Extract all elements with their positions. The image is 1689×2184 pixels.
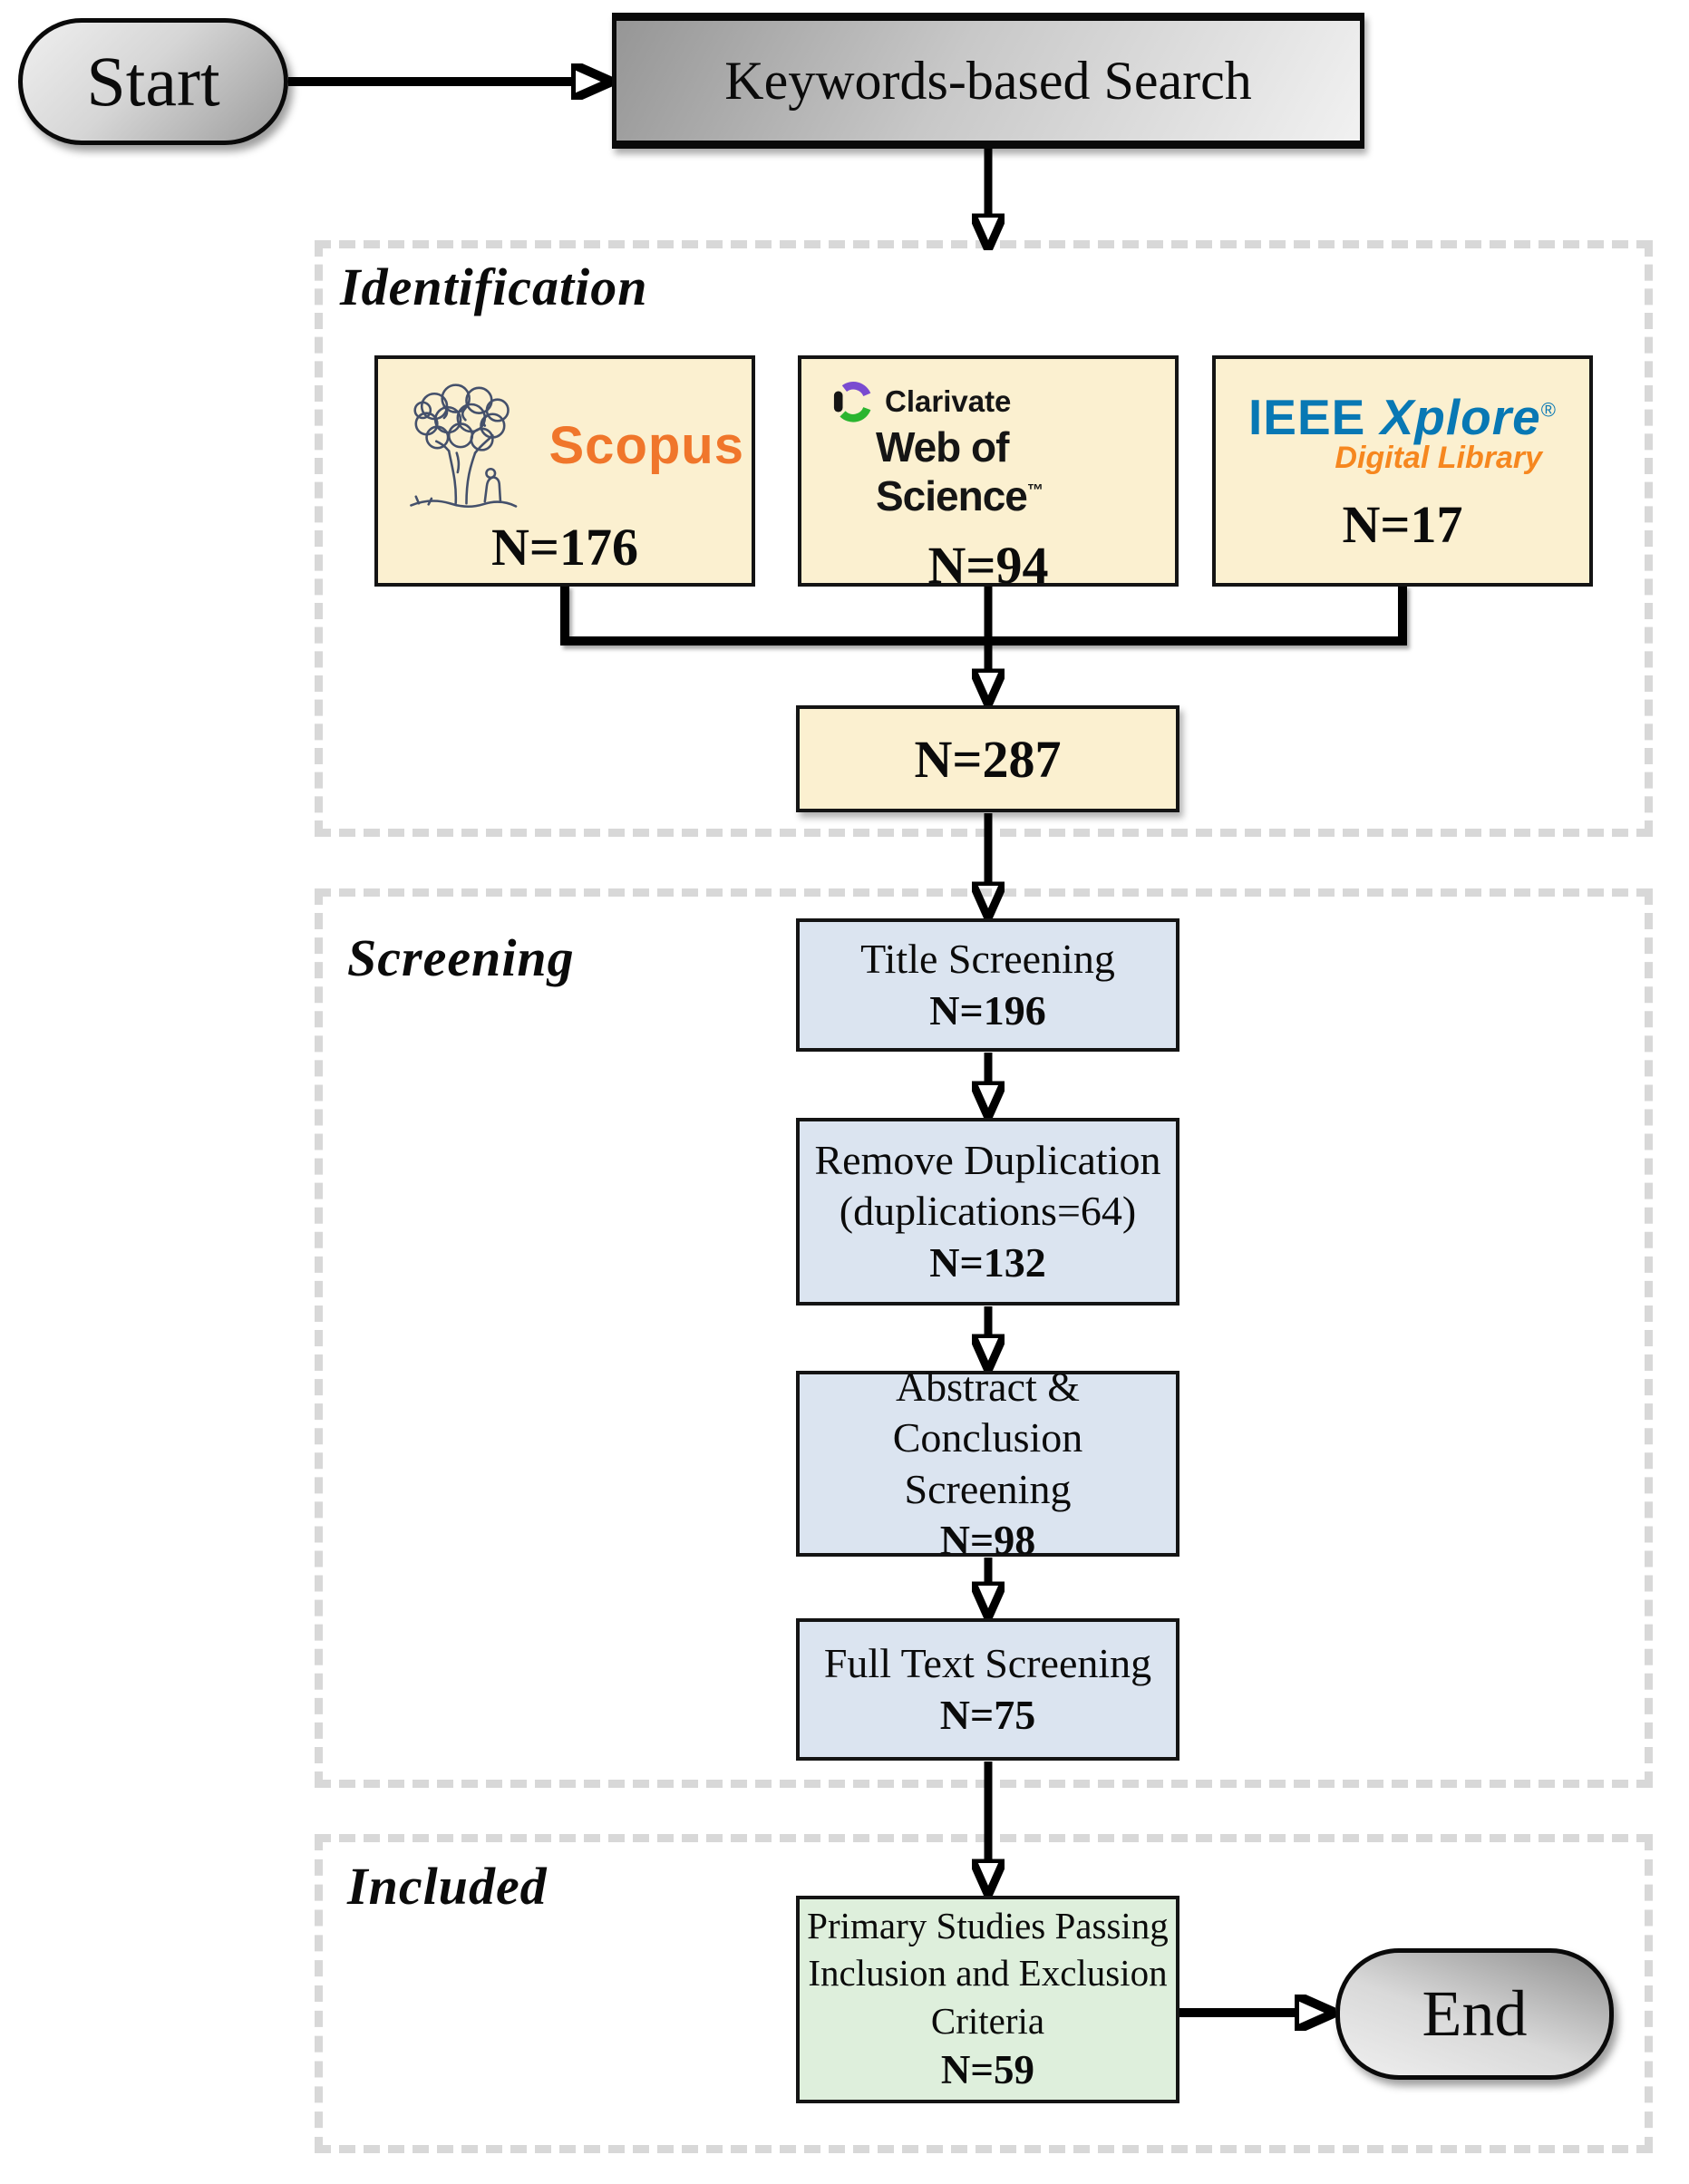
web-of-science-wordmark: Web of Science™ [876,423,1043,519]
abstract-conclusion-screening-box: Abstract & Conclusion Screening N=98 [796,1364,1179,1563]
final-label-line2: Inclusion and Exclusion [808,1952,1168,1995]
step-label-line2: Screening [904,1465,1072,1512]
step-count: N=196 [929,986,1046,1034]
start-label: Start [86,42,220,121]
clarivate-brand: Clarivate [885,384,1012,418]
keywords-search-node: Keywords-based Search [612,13,1364,149]
identification-section-label: Identification [340,257,648,316]
primary-studies-included-box: Primary Studies Passing Inclusion and Ex… [796,1896,1179,2103]
final-label-line1: Primary Studies Passing [807,1905,1169,1946]
web-of-science-count: N=94 [927,536,1049,595]
final-label-line3: Criteria [930,1999,1045,2042]
scopus-wordmark: Scopus [548,415,744,475]
step-count: N=132 [929,1238,1046,1286]
step-label-line2: (duplications=64) [839,1188,1137,1235]
registered-symbol: ® [1540,398,1557,422]
scopus-count: N=176 [491,518,638,577]
screening-section-label: Screening [347,928,575,987]
included-section-box [315,1834,1653,2153]
end-node: End [1335,1948,1614,2080]
final-count: N=59 [940,2047,1035,2093]
web-of-science-source-box: Clarivate Web of Science™ N=94 [798,355,1179,595]
trademark-symbol: ™ [1026,480,1043,500]
merge-bus-line [560,585,1407,645]
ieee-xplore-wordmark: IEEE Xplore® [1248,388,1557,445]
end-label: End [1422,1977,1528,2050]
identification-total-box: N=287 [796,705,1179,812]
start-node: Start [18,18,288,145]
ieee-xplore-source-box: IEEE Xplore® Digital Library N=17 [1212,355,1593,587]
web-of-science-logo: Clarivate Web of Science™ [801,359,1175,520]
title-screening-box: Title Screening N=196 [796,918,1179,1052]
ieee-digital-library-tagline: Digital Library [1335,440,1542,475]
step-count: N=98 [939,1516,1036,1563]
ieee-count: N=17 [1342,494,1463,554]
keywords-search-label: Keywords-based Search [724,50,1252,111]
scopus-source-box: Scopus N=176 [374,355,755,587]
included-section-label: Included [347,1857,548,1916]
step-label: Remove Duplication [814,1137,1161,1184]
step-label: Title Screening [860,936,1115,983]
identification-total-count: N=287 [914,729,1062,789]
elsevier-tree-icon [410,383,518,509]
scopus-logo-row: Scopus [378,359,752,517]
full-text-screening-box: Full Text Screening N=75 [796,1618,1179,1761]
step-label: Full Text Screening [823,1640,1152,1687]
clarivate-icon [833,382,871,422]
remove-duplication-box: Remove Duplication (duplications=64) N=1… [796,1118,1179,1306]
step-count: N=75 [939,1691,1036,1738]
step-label: Abstract & Conclusion [892,1364,1083,1461]
